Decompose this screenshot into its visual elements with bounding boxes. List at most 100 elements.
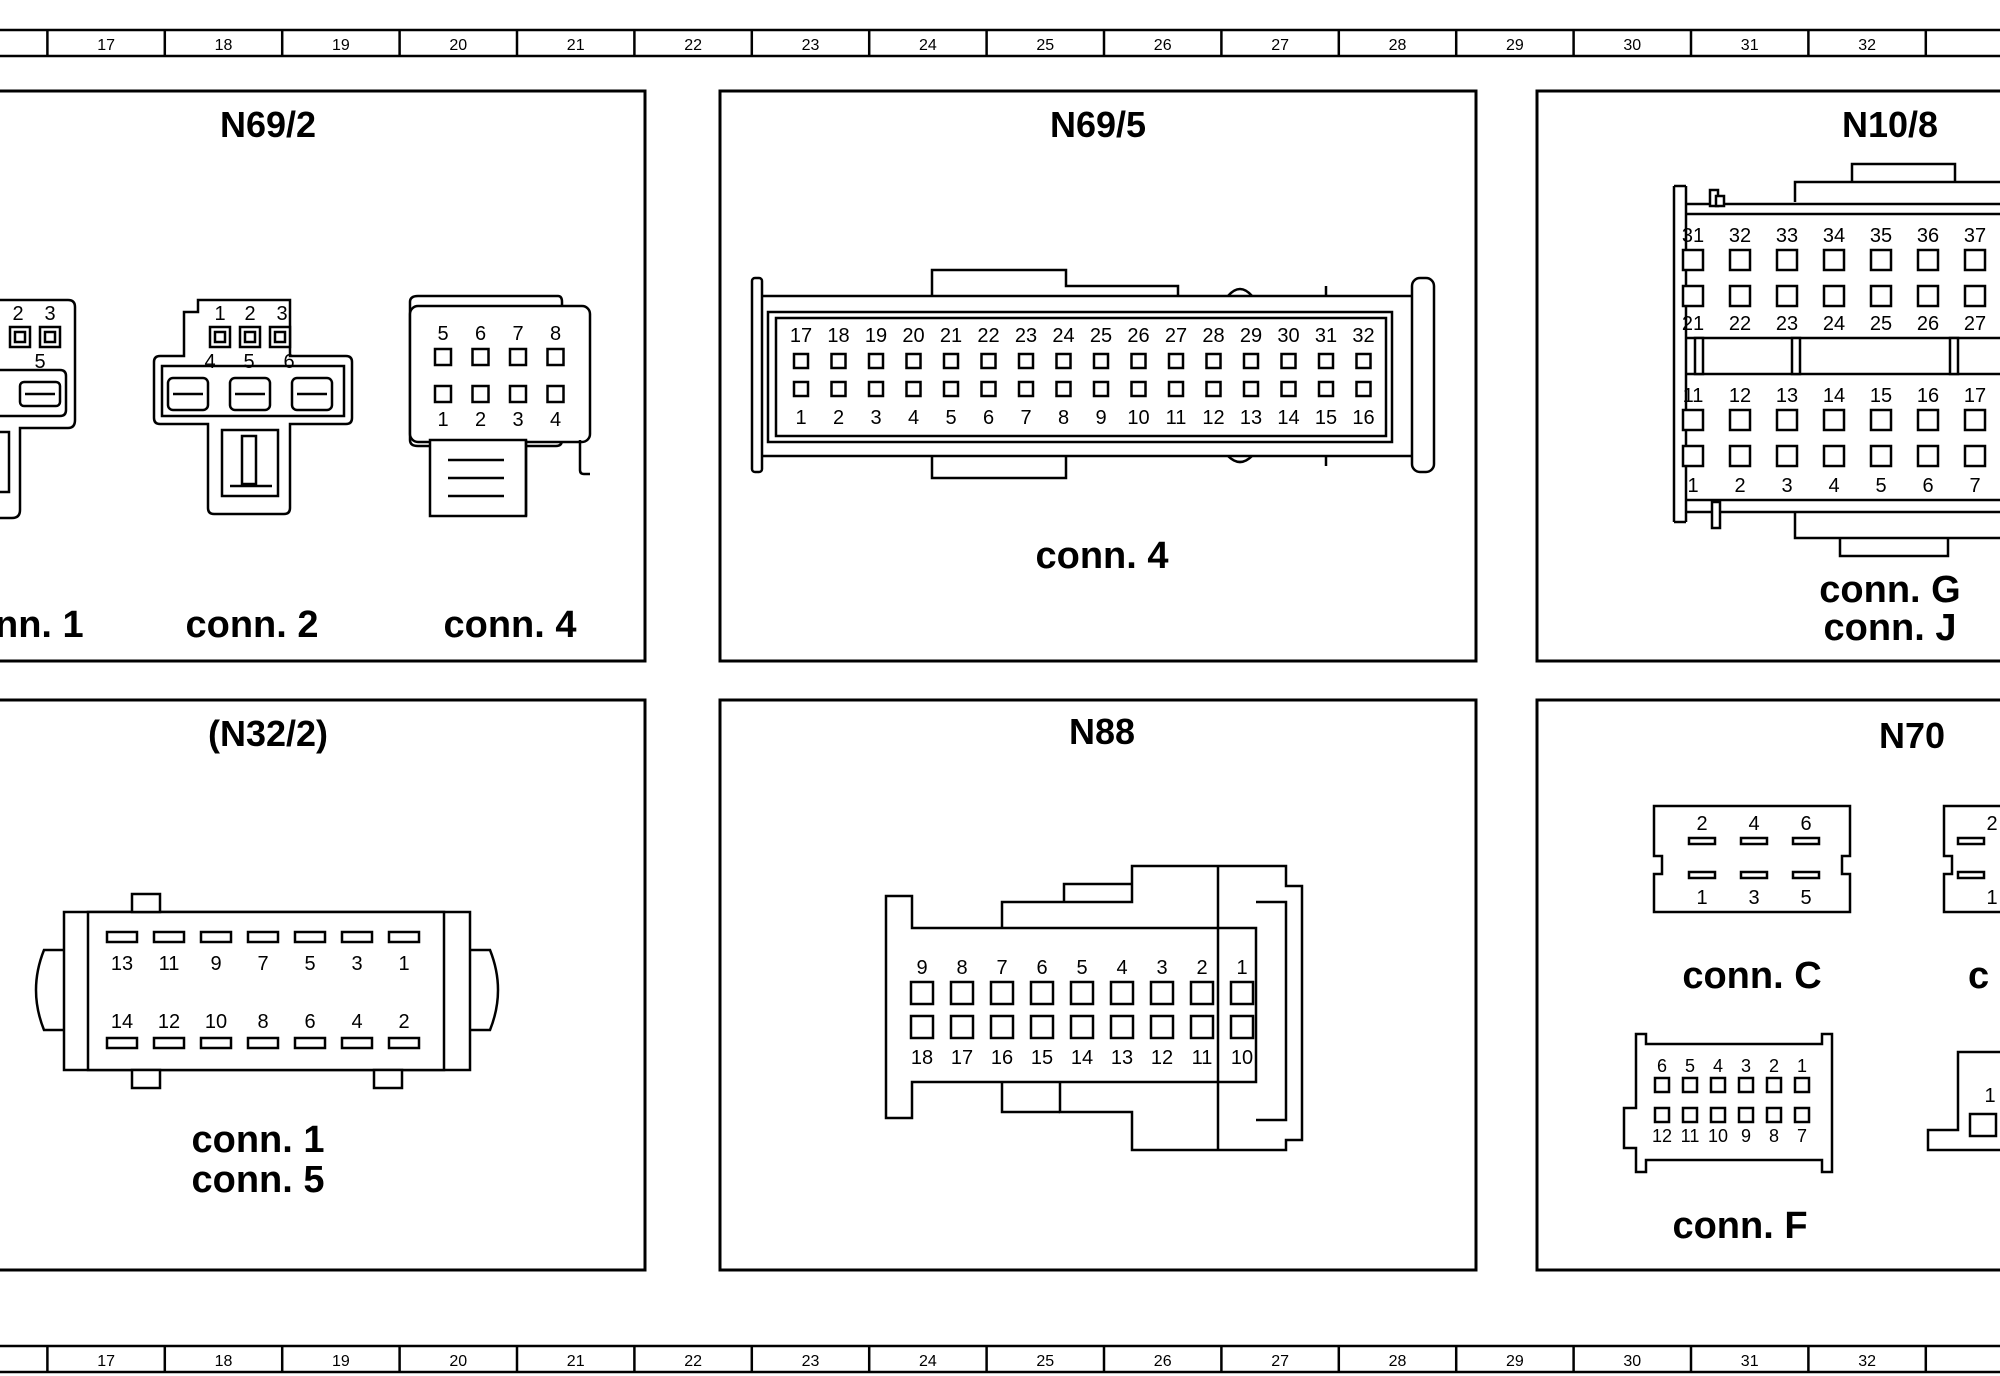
pin-label: 16 [1352,407,1374,429]
pin-label: 24 [1823,313,1845,335]
pin-socket [1765,1106,1783,1124]
pin-label: 2 [1986,813,1997,835]
pin-label: 3 [351,953,362,975]
pin-socket [1189,980,1215,1006]
pin-socket [1737,1076,1755,1094]
pin-label: 14 [1071,1047,1093,1069]
ruler-number: 18 [215,1353,233,1370]
pin-socket [1167,352,1185,370]
pin-socket [1963,444,1987,468]
pin-label: 31 [1315,325,1337,347]
pin-socket [1355,380,1372,398]
pin-label: 14 [111,1011,133,1033]
top-ruler: 1617181920212223242526272829303132 [0,28,2000,58]
pin-label: 3 [44,303,55,325]
panel-title: N69/2 [220,104,316,145]
pin-socket [1916,248,1940,272]
pin-socket [1793,1076,1811,1094]
pin-label: 4 [1713,1056,1723,1076]
pin-socket [1355,352,1372,370]
pin-socket [1916,284,1940,308]
pin-label: 9 [210,953,221,975]
pin-socket [1775,248,1799,272]
pin-socket [293,930,327,944]
pin-label: 7 [1020,407,1031,429]
pin-socket [1681,444,1705,468]
pin-socket [1728,248,1752,272]
pin-label: 4 [1116,957,1127,979]
connector-label: conn. 5 [191,1159,324,1201]
pin-label: 13 [111,953,133,975]
pin-label: 9 [1741,1126,1751,1146]
pin-socket [830,380,847,398]
pin-label: 5 [243,351,254,373]
pin-label: 14 [1823,385,1845,407]
pin-socket [1791,870,1821,880]
pin-socket [1775,408,1799,432]
pin-socket [1055,380,1072,398]
pin-socket [1916,444,1940,468]
pin-label: 15 [1870,385,1892,407]
pin-label: 11 [1681,1126,1700,1146]
pin-label: 1 [398,953,409,975]
pin-label: 5 [1685,1056,1695,1076]
pin-socket [1029,1014,1055,1040]
ruler-number: 26 [1154,1353,1172,1370]
connector-n10-8: 3121111322212233231333424144352515536261… [1672,162,2000,558]
pin-socket [1681,284,1705,308]
pin-label: 16 [991,1047,1013,1069]
pin-label: 23 [1015,325,1037,347]
pin-socket [1242,352,1260,370]
pin-label: 8 [956,957,967,979]
pin-socket [1728,284,1752,308]
pin-label: 33 [1776,225,1798,247]
pin-label: 26 [1917,313,1939,335]
pin-label: 4 [550,409,561,431]
ruler-number: 19 [332,37,350,54]
pin-socket [340,930,374,944]
pin-socket [1205,352,1222,370]
pin-label: 13 [1240,407,1262,429]
ruler-number: 19 [332,1353,350,1370]
connector-label: conn. 2 [185,604,318,646]
pin-socket [199,1036,233,1050]
ruler-number: 31 [1741,37,1759,54]
connector-n69-2-c1: 2 3 5 [0,298,77,520]
pin-socket [1822,248,1846,272]
connector-label: conn. J [1823,607,1956,649]
ruler-number: 28 [1389,37,1407,54]
connector-label: conn. F [1672,1205,1807,1247]
pin-socket [1280,380,1297,398]
pin-label: 21 [1682,313,1704,335]
ruler-number: 21 [567,37,585,54]
pin-label: 12 [1151,1047,1173,1069]
pin-label: 6 [475,323,486,345]
pin-socket [1963,284,1987,308]
pin-label: 9 [916,957,927,979]
pin-label: 19 [865,325,887,347]
pin-socket [1229,1014,1255,1040]
pin-label: 13 [1776,385,1798,407]
pin-label: 1 [1687,475,1698,497]
pin-socket [1775,284,1799,308]
pin-socket [293,1036,327,1050]
pin-label: 8 [1058,407,1069,429]
pin-socket [433,384,453,404]
pin-label: 3 [1741,1056,1751,1076]
pin-socket [989,1014,1015,1040]
pin-socket [471,347,490,367]
pin-label: 18 [827,325,849,347]
pin-label: 34 [1823,225,1845,247]
pin-socket [471,384,490,404]
pin-socket [546,347,565,367]
ruler-number: 22 [684,37,702,54]
connector-n70-e: 1 [1926,1050,2000,1152]
pin-socket [1205,380,1222,398]
ruler-number: 31 [1741,1353,1759,1370]
pin-label: 17 [1964,385,1986,407]
pin-socket [1869,444,1893,468]
